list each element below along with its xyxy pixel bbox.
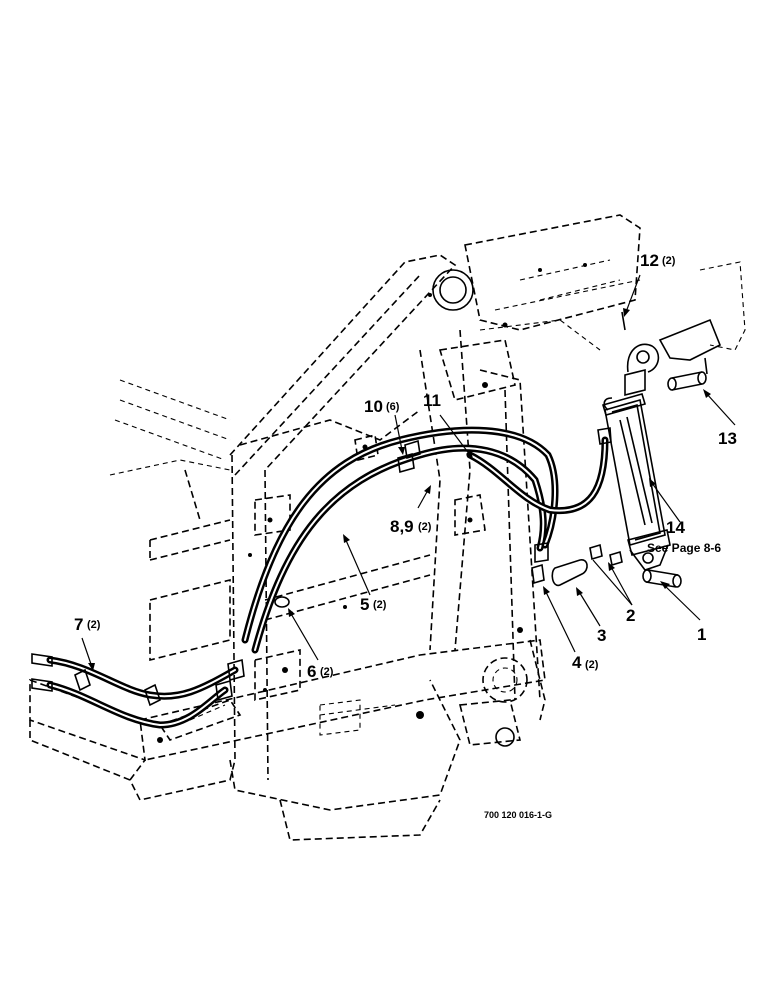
callout-4: 4: [572, 653, 582, 672]
callout-6-qty: (2): [320, 666, 334, 678]
see-page-note: See Page 8-6: [647, 541, 721, 555]
hydraulic-hoses: [31, 426, 612, 729]
callout-8-9-qty: (2): [418, 521, 432, 533]
callout-11: 11: [423, 391, 441, 410]
callout-12-qty: (2): [662, 255, 676, 267]
callout-labels: 1 2 3 4 (2) 5 (2) 6 (2) 7 (2) 8,9 (2) 10…: [74, 251, 737, 820]
callout-4-qty: (2): [585, 659, 599, 671]
callout-5-qty: (2): [373, 599, 387, 611]
callout-1: 1: [697, 625, 706, 644]
callout-3: 3: [597, 626, 606, 645]
callout-14: 14: [666, 518, 685, 537]
callout-2: 2: [626, 606, 635, 625]
hydraulic-cylinder: [531, 261, 746, 588]
leader-lines: [81, 274, 736, 671]
callout-12: 12: [640, 251, 659, 270]
callout-13: 13: [718, 429, 737, 448]
callout-6: 6: [307, 662, 316, 681]
callout-7: 7: [74, 615, 83, 634]
callout-8-9: 8,9: [390, 517, 414, 536]
callout-7-qty: (2): [87, 619, 101, 631]
phantom-frame: [29, 214, 641, 841]
drawing-number: 700 120 016-1-G: [484, 810, 552, 820]
callout-10-qty: (6): [386, 401, 400, 413]
callout-5: 5: [360, 595, 369, 614]
callout-10: 10: [364, 397, 383, 416]
